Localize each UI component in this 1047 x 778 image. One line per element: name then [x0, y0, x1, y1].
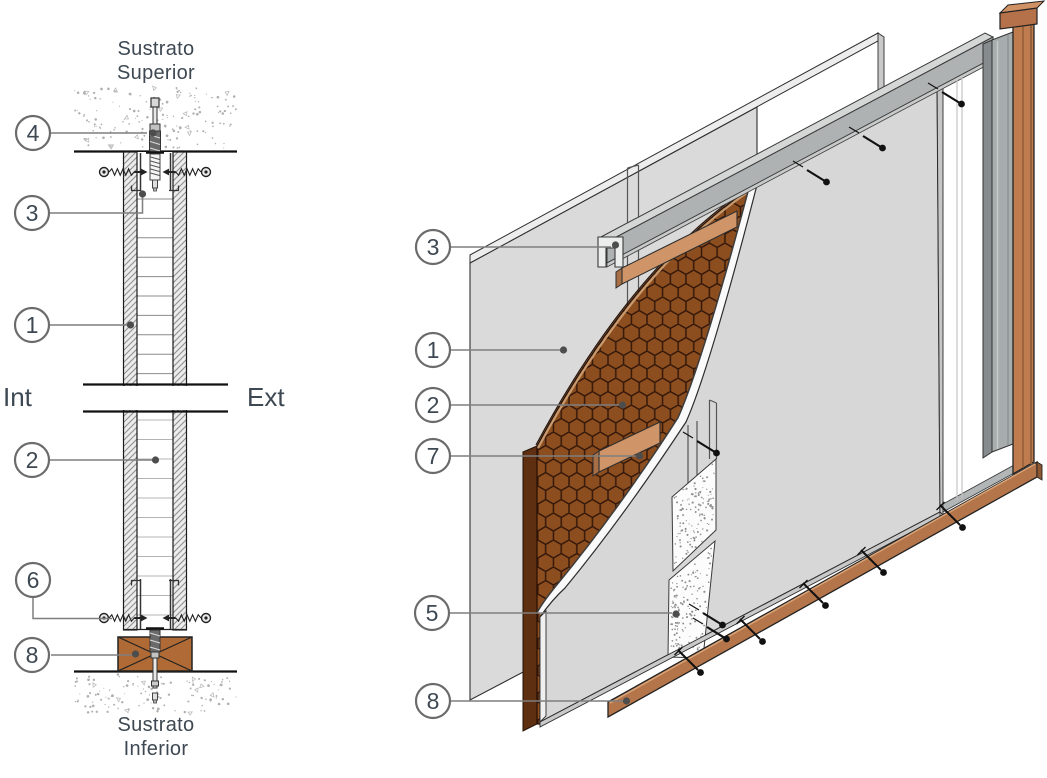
svg-text:3: 3	[427, 234, 440, 260]
layer-edge-lines	[956, 78, 963, 500]
callout-2: 2	[13, 441, 51, 479]
wood-frame-post	[1012, 17, 1035, 476]
stud-3d	[982, 31, 1014, 459]
top-track	[98, 153, 212, 192]
callout-iso-3: 3	[414, 228, 452, 266]
svg-text:8: 8	[427, 688, 440, 714]
callout-3: 3	[13, 194, 51, 232]
callout-iso-7: 7	[414, 437, 452, 475]
section-view: Int Ext Sustrato Superior Sustrato Infer…	[3, 38, 285, 760]
callout-iso-5: 5	[413, 594, 451, 632]
svg-text:3: 3	[26, 200, 39, 226]
anchor-bolt-top	[146, 97, 164, 192]
bottom-track	[98, 579, 212, 629]
svg-text:8: 8	[26, 642, 39, 668]
wood-frame-cap	[998, 0, 1046, 30]
svg-text:4: 4	[27, 120, 40, 146]
batten-top	[615, 210, 738, 289]
callout-iso-8: 8	[414, 682, 452, 720]
callout-4: 4	[14, 114, 52, 152]
svg-text:2: 2	[26, 447, 39, 473]
svg-text:5: 5	[426, 600, 439, 626]
callout-iso-2: 2	[414, 386, 452, 424]
isometric-view: 3 1 2 7 5 8	[413, 0, 1046, 732]
svg-text:6: 6	[27, 567, 40, 593]
label-substrate-bottom-1: Sustrato	[118, 714, 195, 736]
cut-edge-band	[536, 177, 764, 619]
section-break	[80, 383, 230, 413]
label-interior: Int	[3, 382, 33, 412]
callout-6: 6	[14, 561, 52, 599]
label-substrate-top-2: Superior	[117, 62, 195, 84]
callout-iso-1: 1	[414, 331, 452, 369]
svg-text:1: 1	[427, 337, 440, 363]
svg-text:7: 7	[427, 443, 440, 469]
substrate-bottom-texture	[74, 673, 237, 716]
callout-1: 1	[13, 306, 51, 344]
label-exterior: Ext	[247, 382, 285, 412]
anchor-bolt-bottom	[146, 627, 164, 704]
label-substrate-bottom-2: Inferior	[124, 738, 189, 760]
svg-text:1: 1	[26, 312, 39, 338]
callout-8: 8	[13, 636, 51, 674]
base-rail-3d	[607, 460, 1043, 719]
svg-text:2: 2	[427, 392, 440, 418]
section-leaders	[32, 129, 160, 658]
label-substrate-top-1: Sustrato	[118, 38, 195, 60]
batten-middle	[592, 421, 661, 477]
isometric-leaders	[450, 241, 680, 705]
